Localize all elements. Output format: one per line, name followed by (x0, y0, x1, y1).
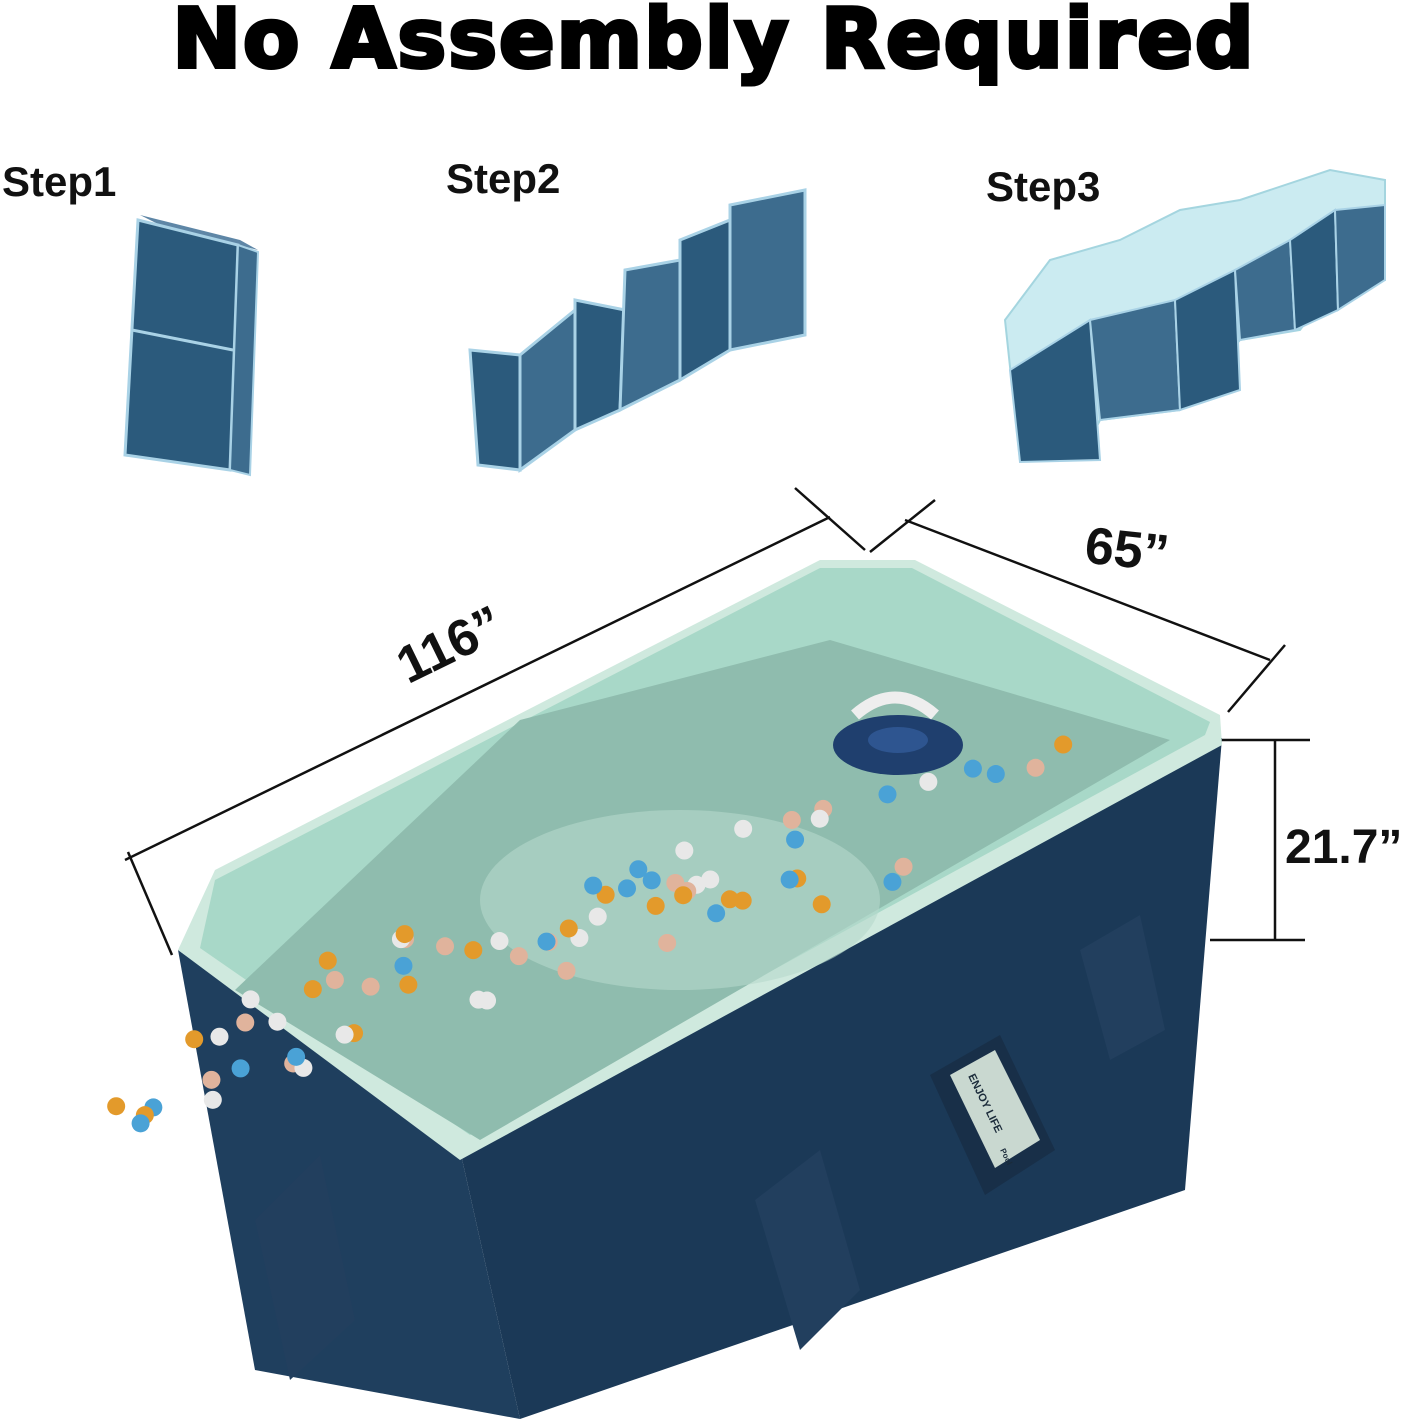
ball (588, 907, 607, 926)
ball (1026, 758, 1045, 777)
step3-unfolded-pool (1003, 168, 1386, 464)
ball (674, 886, 693, 905)
ball (361, 977, 380, 996)
ball (883, 872, 902, 891)
ball (303, 980, 322, 999)
ball (642, 871, 661, 890)
ball (436, 937, 455, 956)
ball (537, 932, 556, 951)
ball (478, 991, 497, 1010)
ball (203, 1090, 222, 1109)
ball (335, 1025, 354, 1044)
ball (202, 1070, 221, 1089)
ball (318, 951, 337, 970)
ball (268, 1012, 287, 1031)
ball (395, 925, 414, 944)
height-dimension: 21.7” (1285, 821, 1403, 874)
product-label-panel (950, 1050, 1040, 1168)
page-title: No Assembly Required (170, 0, 1256, 89)
ball (557, 961, 576, 980)
ball (658, 933, 677, 952)
ball (185, 1030, 204, 1049)
ball (231, 1059, 250, 1078)
ball (919, 772, 938, 791)
ball (241, 990, 260, 1009)
ball (963, 759, 982, 778)
ball (210, 1027, 229, 1046)
ball (131, 1114, 150, 1133)
ball (1054, 735, 1073, 754)
ball (399, 975, 418, 994)
ball (782, 810, 801, 829)
ball (878, 785, 897, 804)
ball (236, 1013, 255, 1032)
ball (509, 947, 528, 966)
ball (786, 830, 805, 849)
step1-folded-pool (123, 215, 260, 477)
ball (618, 879, 637, 898)
ball (701, 870, 720, 889)
ball (986, 765, 1005, 784)
ball (707, 904, 726, 923)
ball (675, 841, 694, 860)
ball (490, 932, 509, 951)
ball (810, 809, 829, 828)
ball (646, 896, 665, 915)
ball (584, 876, 603, 895)
step2-unfolding-pool (468, 188, 807, 473)
ball (107, 1097, 126, 1116)
ball (464, 941, 483, 960)
step3-label: Step3 (986, 163, 1101, 210)
ball (394, 956, 413, 975)
step1-label: Step1 (2, 158, 117, 205)
ball (559, 919, 578, 938)
ball (287, 1047, 306, 1066)
ball (894, 857, 913, 876)
width-dimension: 65” (1082, 516, 1172, 584)
ball (629, 860, 648, 879)
dimension-lines (124, 487, 1310, 956)
ball (596, 885, 615, 904)
step2-label: Step2 (446, 155, 561, 202)
ball (812, 895, 831, 914)
ball (734, 819, 753, 838)
ball (733, 891, 752, 910)
pool: ENJOY LIFE Pool (107, 560, 1222, 1419)
ball (325, 970, 344, 989)
ball (780, 870, 799, 889)
